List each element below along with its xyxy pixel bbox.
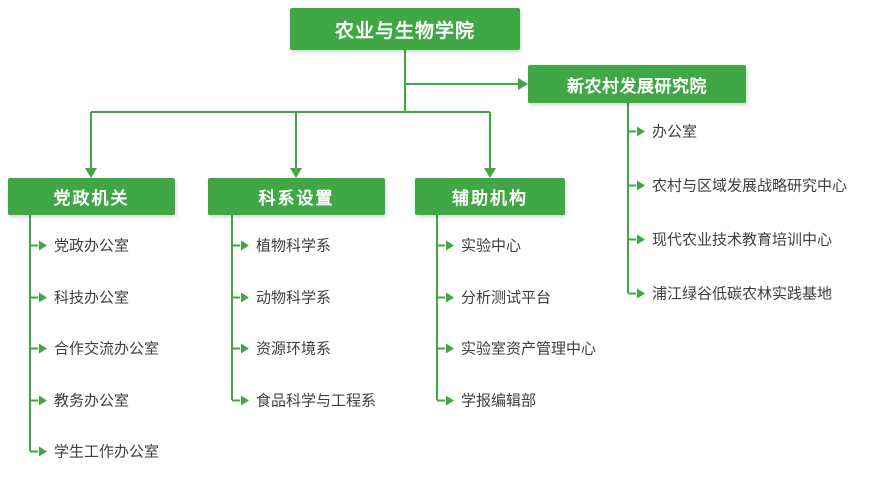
org-item: 实验室资产管理中心 [437, 338, 596, 359]
arrow-right-icon [518, 78, 528, 90]
org-item-label: 办公室 [652, 123, 698, 141]
org-item-label: 动物科学系 [256, 289, 332, 307]
org-item-label: 合作交流办公室 [54, 340, 160, 358]
arrow-right-icon [39, 343, 47, 353]
org-item: 学报编辑部 [437, 390, 536, 411]
arrow-right-icon [39, 240, 47, 250]
org-item-label: 现代农业技术教育培训中心 [652, 231, 833, 249]
connector-stub [437, 296, 445, 298]
arrow-down-icon [290, 168, 302, 178]
org-box-root: 农业与生物学院 [290, 8, 520, 50]
connector-stub [628, 184, 636, 186]
org-item: 党政办公室 [30, 235, 129, 256]
org-item: 植物科学系 [232, 235, 331, 256]
org-box-branch-3: 辅助机构 [415, 178, 565, 215]
arrow-right-icon [241, 292, 249, 302]
arrow-right-icon [241, 343, 249, 353]
org-item-label: 科技办公室 [54, 289, 130, 307]
arrow-right-icon [637, 126, 645, 136]
org-box-institute: 新农村发展研究院 [528, 65, 746, 103]
arrow-right-icon [39, 395, 47, 405]
org-item-label: 实验室资产管理中心 [461, 340, 597, 358]
connector-stub [628, 292, 636, 294]
org-box-branch-2: 科系设置 [208, 178, 385, 215]
org-item: 科技办公室 [30, 287, 129, 308]
org-item: 食品科学与工程系 [232, 390, 376, 411]
connector-stub [437, 244, 445, 246]
connector-stub [232, 399, 240, 401]
org-item: 分析测试平台 [437, 287, 551, 308]
arrow-right-icon [446, 240, 454, 250]
connector-stub [30, 244, 38, 246]
arrow-right-icon [241, 240, 249, 250]
org-item-label: 党政办公室 [54, 237, 130, 255]
arrow-right-icon [39, 446, 47, 456]
connector-stub [628, 238, 636, 240]
arrow-right-icon [241, 395, 249, 405]
org-item-label: 分析测试平台 [461, 289, 552, 307]
connector-stub [232, 244, 240, 246]
org-item-label: 学生工作办公室 [54, 443, 160, 461]
org-item: 农村与区域发展战略研究中心 [628, 175, 847, 196]
org-item-label: 教务办公室 [54, 392, 130, 410]
connector-stub [30, 296, 38, 298]
arrow-right-icon [637, 234, 645, 244]
arrow-right-icon [637, 288, 645, 298]
org-box-branch-1: 党政机关 [8, 178, 175, 215]
arrow-right-icon [446, 292, 454, 302]
org-item-label: 浦江绿谷低碳农林实践基地 [652, 285, 833, 303]
org-item: 学生工作办公室 [30, 441, 159, 462]
arrow-down-icon [85, 168, 97, 178]
connector-stub [437, 347, 445, 349]
org-item: 合作交流办公室 [30, 338, 159, 359]
org-item-label: 资源环境系 [256, 340, 332, 358]
org-item-label: 实验中心 [461, 237, 522, 255]
org-item-label: 学报编辑部 [461, 392, 537, 410]
org-item: 浦江绿谷低碳农林实践基地 [628, 283, 832, 304]
connector-stub [437, 399, 445, 401]
org-item: 资源环境系 [232, 338, 331, 359]
org-item: 办公室 [628, 121, 697, 142]
connector-stub [232, 347, 240, 349]
arrow-right-icon [446, 343, 454, 353]
arrow-right-icon [637, 180, 645, 190]
org-item: 现代农业技术教育培训中心 [628, 229, 832, 250]
org-item-label: 食品科学与工程系 [256, 392, 377, 410]
arrow-right-icon [39, 292, 47, 302]
org-item: 教务办公室 [30, 390, 129, 411]
connector-stub [628, 130, 636, 132]
org-item-label: 植物科学系 [256, 237, 332, 255]
connector-stub [30, 399, 38, 401]
org-item: 动物科学系 [232, 287, 331, 308]
arrow-down-icon [484, 168, 496, 178]
arrow-right-icon [446, 395, 454, 405]
connector-stub [232, 296, 240, 298]
connector-stub [30, 450, 38, 452]
org-item: 实验中心 [437, 235, 521, 256]
connector-stub [30, 347, 38, 349]
org-item-label: 农村与区域发展战略研究中心 [652, 177, 848, 195]
